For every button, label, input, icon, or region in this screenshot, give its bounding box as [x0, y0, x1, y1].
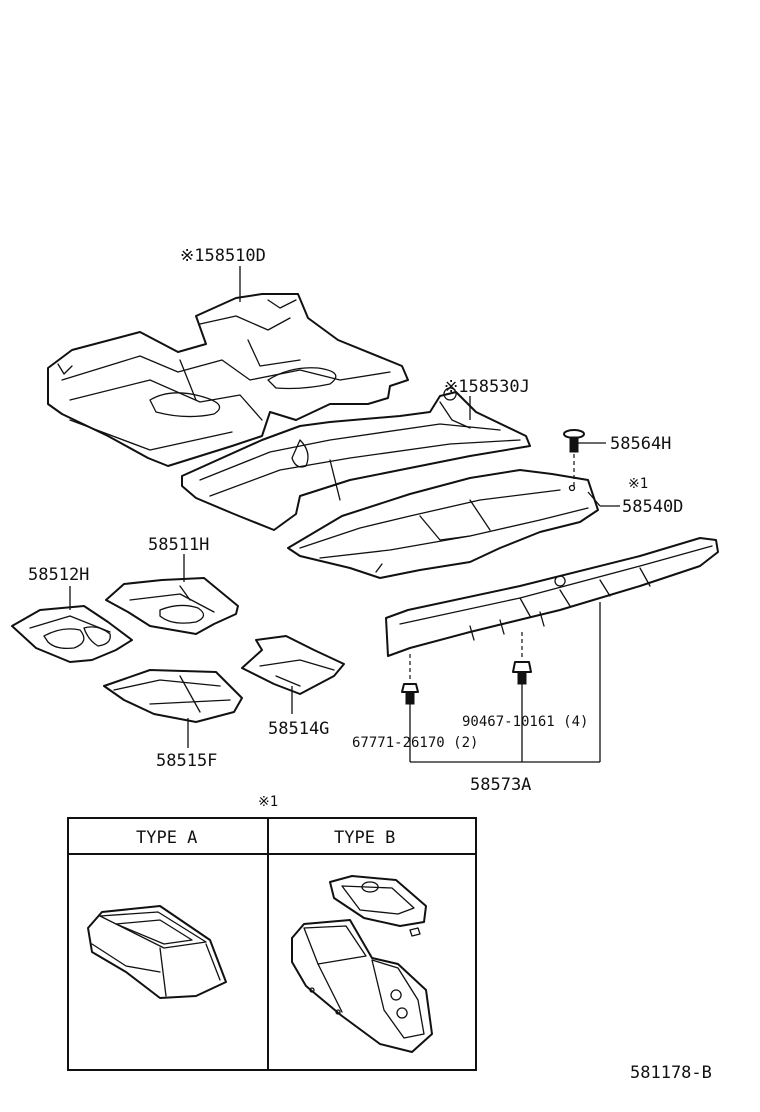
floor-mat-rear-left: [103, 669, 243, 723]
console-type-b: [291, 875, 433, 1053]
clip-fastener: [563, 429, 585, 486]
label-detail-mark: ※1: [258, 794, 278, 810]
screw-fastener: [512, 632, 532, 685]
rear-floor-carpet: [181, 387, 531, 531]
label-mat-rear-right: 58514G: [268, 719, 329, 739]
leader-lines: [69, 266, 620, 763]
label-type-b: TYPE B: [334, 828, 395, 848]
label-floor-carpet-front: ※158510D: [180, 246, 266, 266]
bolt-fastener: [401, 654, 419, 705]
label-mat-front-right: 58511H: [148, 535, 209, 555]
label-clip: 58564H: [610, 434, 671, 454]
floor-mat-front-left: [11, 605, 133, 663]
floor-mat-rear-right: [241, 635, 345, 695]
console-type-table: [67, 817, 477, 1071]
console-type-a: [87, 905, 227, 999]
label-console: 58540D: [622, 497, 683, 517]
console-body: [287, 469, 599, 579]
label-floor-carpet-rear: ※158530J: [444, 377, 530, 397]
label-screw: 90467-10161 (4): [462, 714, 588, 730]
label-console-mark: ※1: [628, 476, 648, 492]
label-bolt: 67771-26170 (2): [352, 735, 478, 751]
front-floor-carpet: [47, 293, 409, 467]
label-mat-rear-left: 58515F: [156, 751, 217, 771]
label-mat-front-left: 58512H: [28, 565, 89, 585]
label-drawing-number: 581178-B: [630, 1063, 712, 1083]
label-scuff-plate: 58573A: [470, 775, 531, 795]
scuff-plate: [385, 537, 719, 657]
label-type-a: TYPE A: [136, 828, 197, 848]
floor-mat-front-right: [105, 577, 239, 635]
